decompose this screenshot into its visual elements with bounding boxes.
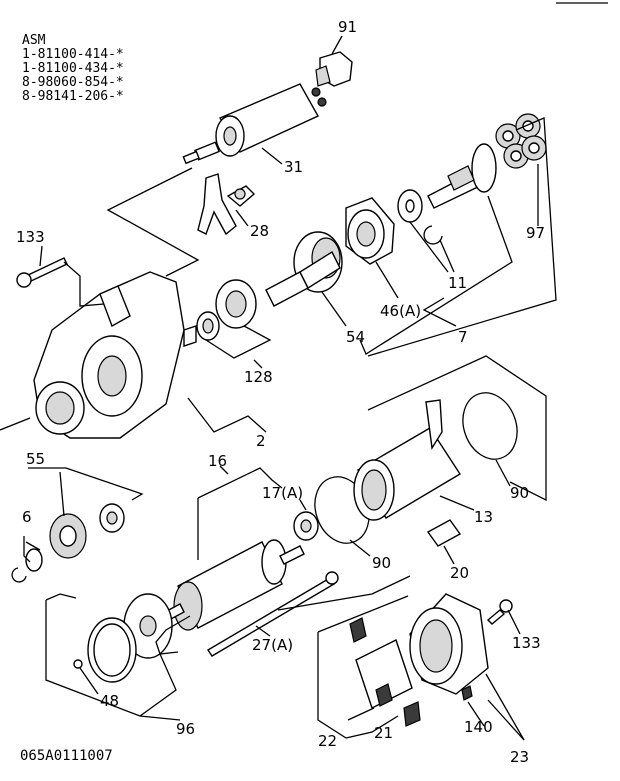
callout-96: 96 bbox=[176, 720, 195, 738]
callout-22: 22 bbox=[318, 732, 337, 750]
part-16-armature bbox=[149, 539, 305, 631]
callout-21: 21 bbox=[374, 724, 393, 742]
header-title: ASM bbox=[22, 33, 46, 48]
callout-labels: 91 31 28 133 97 11 46(A) 54 7 128 2 55 1… bbox=[16, 18, 545, 766]
callout-11: 11 bbox=[448, 274, 467, 292]
callout-17a: 17(A) bbox=[262, 484, 303, 502]
assembly-header: ASM 1-81100-414-* 1-81100-434-* 8-98060-… bbox=[22, 33, 124, 104]
part-31-magnetic-switch bbox=[182, 83, 327, 165]
callout-133-bottom: 133 bbox=[512, 634, 541, 652]
part-27a-through-bolt bbox=[207, 571, 339, 657]
header-part-number-4: 8-98141-206-* bbox=[22, 89, 124, 104]
part-2-front-housing bbox=[33, 271, 197, 439]
callout-2: 2 bbox=[256, 432, 266, 450]
part-97-planetary-gears bbox=[495, 113, 547, 169]
part-23-rear-cover bbox=[409, 593, 489, 701]
part-96-washers bbox=[87, 593, 173, 683]
callout-54: 54 bbox=[346, 328, 365, 346]
part-128-bearings bbox=[196, 279, 257, 341]
callout-91: 91 bbox=[338, 18, 357, 36]
callout-16: 16 bbox=[208, 452, 227, 470]
callout-140: 140 bbox=[464, 718, 493, 736]
part-91-boot bbox=[315, 51, 353, 87]
callout-128: 128 bbox=[244, 368, 273, 386]
callout-90-right: 90 bbox=[510, 484, 529, 502]
part-21-22-brush-holder bbox=[349, 617, 421, 727]
callout-7: 7 bbox=[458, 328, 468, 346]
part-28-shift-lever bbox=[197, 173, 256, 236]
callout-28: 28 bbox=[250, 222, 269, 240]
callout-6: 6 bbox=[22, 508, 32, 526]
part-54-shaft bbox=[265, 231, 343, 307]
part-133-bolt-top bbox=[16, 257, 68, 288]
drawing-code: 065A0111007 bbox=[20, 748, 113, 764]
leader-lines bbox=[0, 35, 557, 741]
callout-97: 97 bbox=[526, 224, 545, 242]
part-6-ring bbox=[11, 548, 43, 583]
callout-23: 23 bbox=[510, 748, 529, 766]
callout-90-left: 90 bbox=[372, 554, 391, 572]
callout-20: 20 bbox=[450, 564, 469, 582]
part-133-bolt-bottom bbox=[486, 599, 513, 625]
part-46a-internal-gear bbox=[345, 197, 395, 265]
callout-27a: 27(A) bbox=[252, 636, 293, 654]
header-part-number-3: 8-98060-854-* bbox=[22, 75, 124, 90]
callout-46a: 46(A) bbox=[380, 302, 421, 320]
part-carrier-shaft bbox=[427, 143, 497, 209]
callout-133-top: 133 bbox=[16, 228, 45, 246]
part-13-yoke bbox=[353, 399, 461, 521]
callout-48: 48 bbox=[100, 692, 119, 710]
part-17a-bearing bbox=[293, 511, 319, 541]
part-20-brush bbox=[426, 519, 462, 547]
header-part-number-2: 1-81100-434-* bbox=[22, 61, 124, 76]
header-part-number-1: 1-81100-414-* bbox=[22, 47, 124, 62]
callout-31: 31 bbox=[284, 158, 303, 176]
part-55-pinion bbox=[49, 503, 125, 559]
callout-55: 55 bbox=[26, 450, 45, 468]
part-48-ball bbox=[73, 659, 83, 669]
callout-13: 13 bbox=[474, 508, 493, 526]
